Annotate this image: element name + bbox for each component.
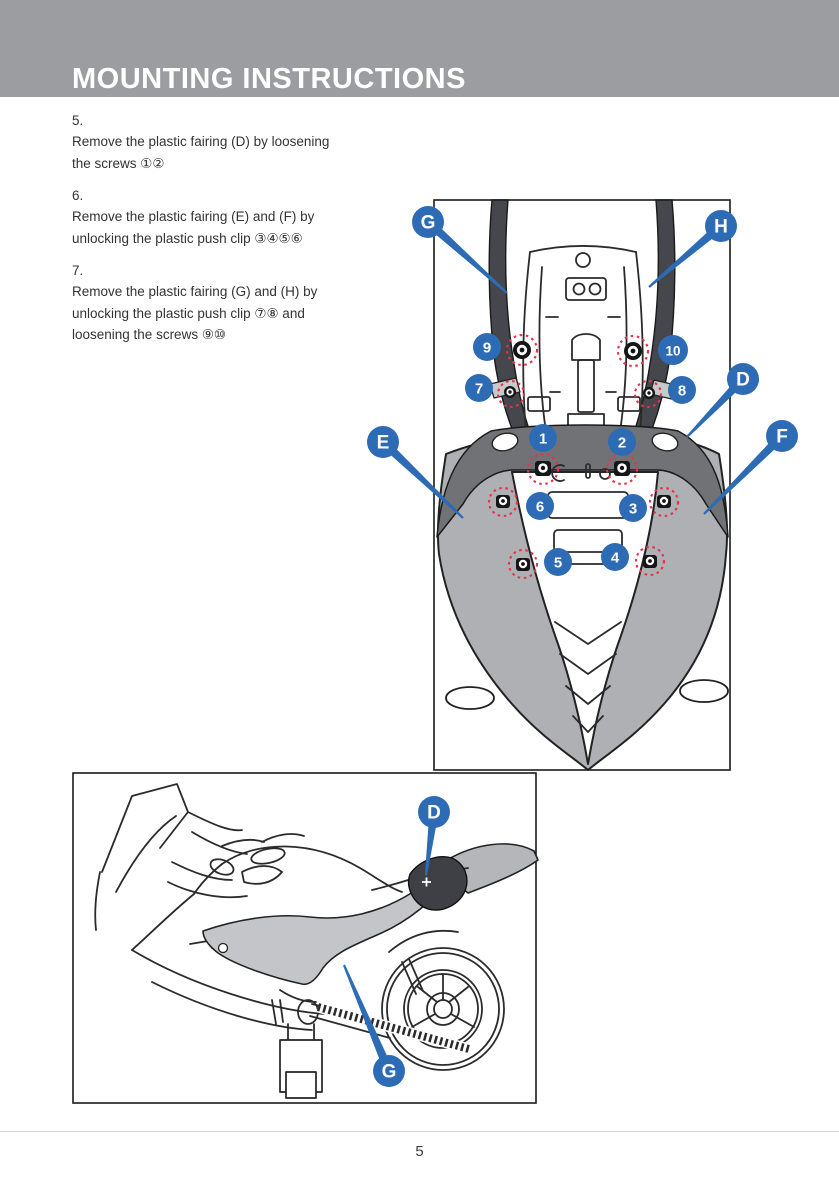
callout-label-5: 5 [554, 555, 562, 572]
callout-label-E: E [377, 433, 390, 454]
header-bar: MOUNTING INSTRUCTIONS [0, 0, 839, 97]
step-line: unlocking the plastic push clip ③④⑤⑥ [72, 230, 303, 246]
callout-label-H: H [714, 217, 728, 238]
fastener-highlight-circle [616, 334, 650, 368]
callout-label-G: G [421, 213, 436, 234]
callout-label-7: 7 [475, 381, 483, 398]
callout-badge-8 [668, 376, 696, 404]
bike-art [94, 783, 539, 1099]
callout-label-8: 8 [678, 383, 686, 400]
step-number: 7. [72, 263, 84, 278]
callout-label-1: 1 [539, 431, 547, 448]
tail-piece [446, 843, 539, 894]
fastener-highlight-circle [648, 486, 680, 518]
step-line: Remove the plastic fairing (G) and (H) b… [72, 284, 318, 299]
callout-badge-6 [526, 492, 554, 520]
step: 7. Remove the plastic fairing (G) and (H)… [72, 260, 412, 346]
callout-leader-E [379, 438, 464, 519]
fastener-highlight-circle [507, 548, 539, 580]
front-end-lines [94, 783, 305, 931]
step-line: the screws ①② [72, 155, 165, 171]
rear-wheel [381, 929, 505, 1071]
callout-badge-7 [465, 374, 493, 402]
swingarm-chain [297, 992, 471, 1055]
callout-badge-10 [658, 335, 688, 365]
callout-leader-H [648, 222, 724, 288]
callout-leader-F [703, 432, 786, 515]
callout-badge-H [705, 210, 737, 242]
step-line: unlocking the plastic push clip ⑦⑧ and [72, 305, 305, 321]
stand [279, 1023, 323, 1099]
callouts-bottom: DG [342, 796, 450, 1087]
callout-label-F: F [776, 427, 788, 448]
step-line: loosening the screws ⑨⑩ [72, 327, 227, 342]
hardware [496, 341, 671, 571]
step: 6. Remove the plastic fairing (E) and (F)… [72, 185, 412, 249]
fastener-highlight-circle [634, 545, 666, 577]
callout-label-6: 6 [536, 499, 544, 516]
callout-badge-3 [619, 494, 647, 522]
callout-badge-1 [529, 424, 557, 452]
fastener-highlight-circle [505, 333, 539, 367]
callout-leader-G [424, 218, 508, 294]
side-view-svg: DG [72, 772, 539, 1104]
callout-badge-5 [544, 548, 572, 576]
callout-label-4: 4 [611, 550, 620, 567]
callout-badge-G [373, 1055, 405, 1087]
callout-label-D: D [736, 370, 750, 391]
step-number: 5. [72, 113, 84, 128]
step-number: 6. [72, 188, 84, 203]
instruction-steps: 5. Remove the plastic fairing (D) by loos… [72, 110, 412, 357]
fastener-highlight-circle [496, 379, 526, 409]
callouts-top: G H D E F 1 2 3 4 5 6 7 8 9 10 [367, 206, 798, 576]
callout-badge-E [367, 426, 399, 458]
callout-leader-D [686, 375, 747, 438]
fairing-side-G [202, 867, 454, 986]
step-line: Remove the plastic fairing (E) and (F) b… [72, 209, 315, 224]
fastener-highlight-circle [526, 452, 560, 486]
fairing-panel-D [436, 424, 729, 538]
callout-badge-9 [473, 333, 501, 361]
callout-label-9: 9 [483, 340, 491, 357]
footer-divider [0, 1131, 839, 1132]
fastener-highlight-circle [633, 379, 663, 409]
callout-label-10: 10 [665, 344, 680, 359]
callout-badge-D [727, 363, 759, 395]
callout-label-G: G [382, 1062, 397, 1083]
callout-leader-G [342, 964, 394, 1073]
fastener-highlight-circle [487, 486, 519, 518]
callout-badge-F [766, 420, 798, 452]
callout-badge-4 [601, 543, 629, 571]
callout-label-D: D [427, 803, 441, 824]
page-number: 5 [415, 1143, 424, 1160]
callout-label-3: 3 [629, 501, 637, 518]
step-line: Remove the plastic fairing (D) by loosen… [72, 134, 330, 149]
step: 5. Remove the plastic fairing (D) by loos… [72, 110, 412, 174]
seat-cowl-D [408, 856, 468, 911]
callout-badge-D [418, 796, 450, 828]
rear-top-view-svg: G H D E F 1 2 3 4 5 6 7 8 9 10 [367, 199, 798, 771]
highlight-circles [487, 333, 680, 580]
diagram-rear-top-view: G H D E F 1 2 3 4 5 6 7 8 9 10 [367, 192, 800, 782]
callout-label-2: 2 [618, 435, 626, 452]
page-title: MOUNTING INSTRUCTIONS [72, 63, 466, 95]
callout-badge-2 [608, 428, 636, 456]
callout-badge-G [412, 206, 444, 238]
